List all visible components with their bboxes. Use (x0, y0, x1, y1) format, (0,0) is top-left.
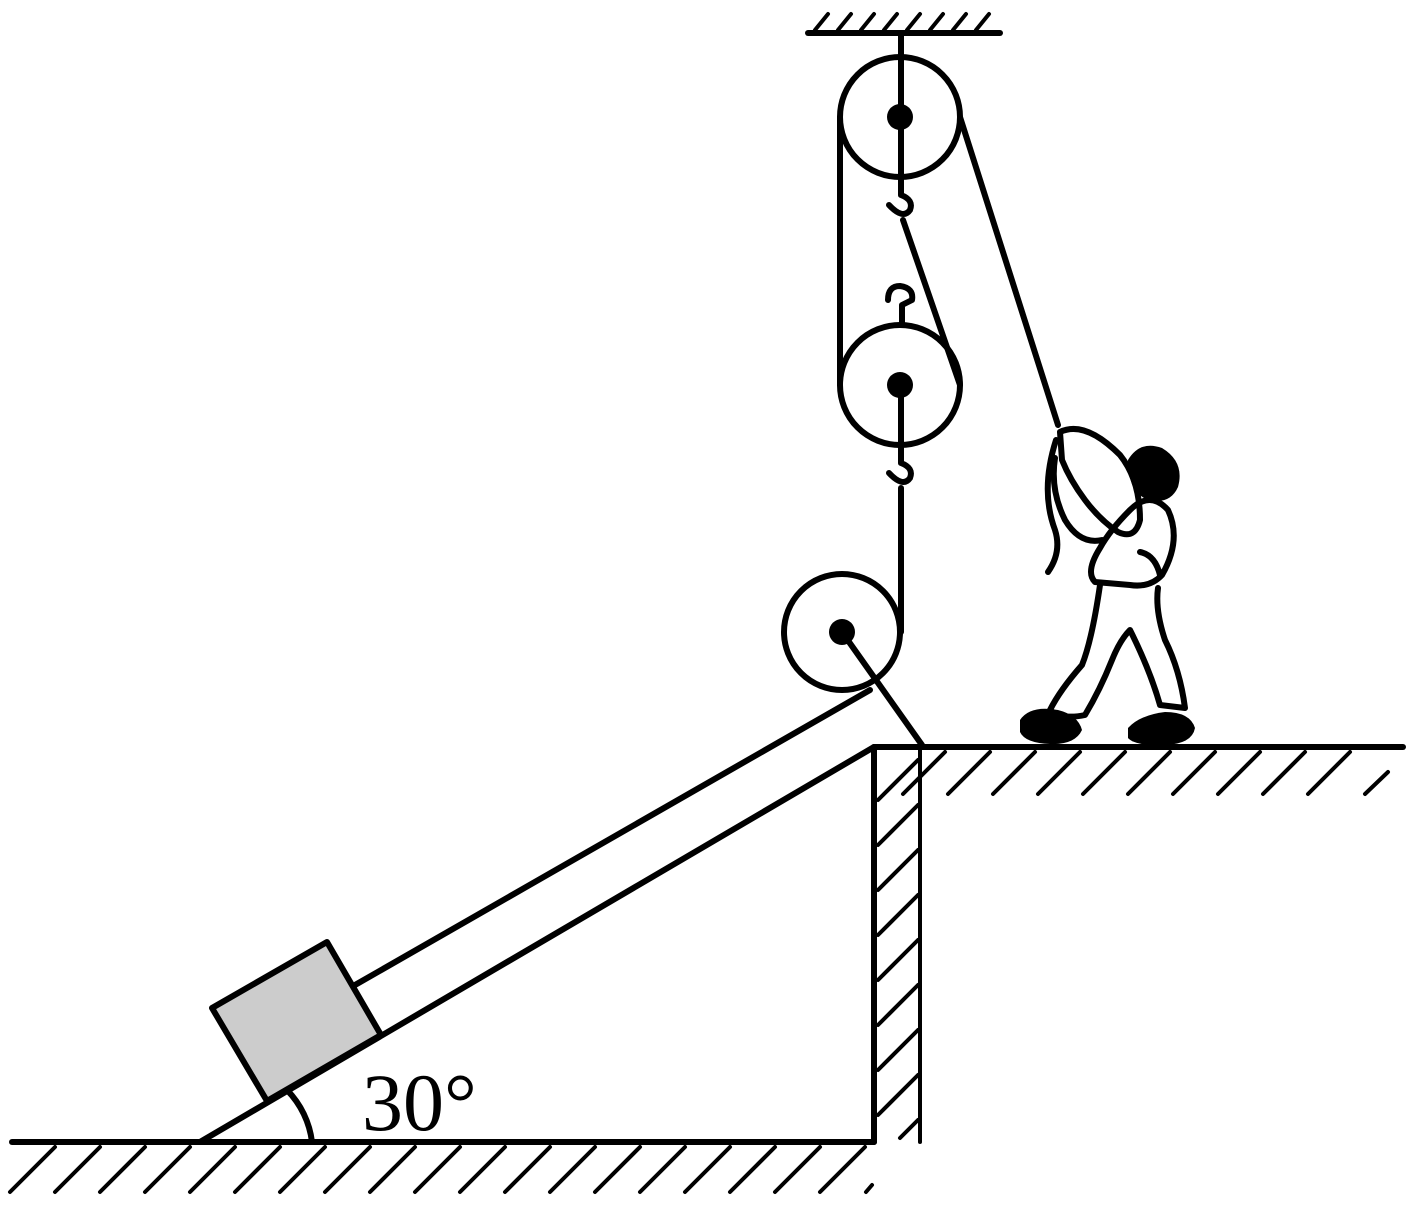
movable-pulley (837, 283, 963, 485)
fixed-top-pulley (837, 30, 963, 217)
top-pulley-hook (886, 177, 914, 217)
angle-arc (284, 1087, 315, 1145)
movable-pulley-bottom-hook (886, 442, 914, 485)
person-right-shoe (1128, 712, 1195, 746)
ceiling-support (805, 12, 1003, 36)
block-on-incline (209, 939, 384, 1104)
person-pulling-rope (1020, 425, 1195, 746)
person-head (1128, 445, 1180, 502)
movable-pulley-top-hook (885, 283, 916, 328)
ground (8, 1139, 877, 1194)
upper-ground (871, 744, 1406, 1144)
angle-label: 30° (362, 1057, 477, 1148)
person-left-shoe (1020, 708, 1082, 745)
rope (352, 114, 1061, 988)
incline-top-pulley (781, 571, 925, 748)
